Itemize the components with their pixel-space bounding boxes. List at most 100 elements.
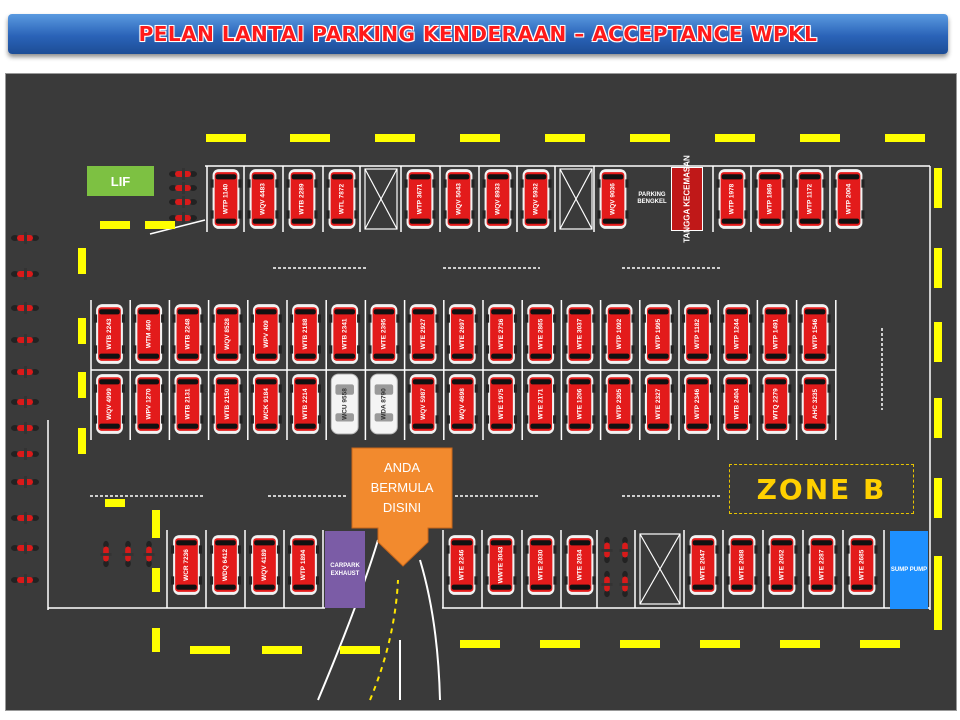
parked-car: WTB 2243 [94,304,125,364]
motorcycle-icon [11,232,39,244]
motorcycle-icon [11,422,39,434]
parked-car: WCR 7236 [171,535,202,595]
parked-car: WTE 1206 [564,374,596,434]
empty-bay-cross-icon [559,168,593,230]
parked-car: WTP 1978 [716,169,748,229]
car-plate-label: WTB 2243 [106,318,113,349]
car-plate-label: WQV 8528 [224,318,231,350]
car-plate-label: WTP 1894 [300,549,307,580]
motorcycle-icon [169,168,197,180]
car-plate-label: WTP 2004 [846,183,853,214]
title-bar: PELAN LANTAI PARKING KENDERAAN – ACCEPTA… [8,14,948,54]
empty-bay-cross-icon [364,168,398,230]
car-plate-label: WWTE 3043 [498,546,505,583]
parked-car: WTP 1869 [754,169,786,229]
parked-car: WTP 2346 [682,374,713,434]
car-plate-label: WTB 2341 [341,318,348,349]
zone-boundary-dash [860,640,900,648]
motorcycle-icon [11,476,39,488]
car-plate-label: WQV 9036 [610,183,617,215]
parked-car: WPV 1270 [133,374,165,434]
car-plate-label: WQV 5043 [456,183,463,215]
motorcycle-icon [11,334,39,346]
parked-car: WTP 1546 [799,304,831,364]
parked-car: WQV 9036 [597,169,629,229]
zone-boundary-dash [934,478,942,518]
zone-boundary-dash [700,640,740,648]
car-plate-label: WQV 5932 [533,183,540,215]
motorcycle-icon [11,268,39,280]
parked-car: WTE 2395 [368,304,400,364]
zone-label: ZONE B [729,464,914,514]
car-plate-label: WCK 9184 [263,388,270,420]
car-plate-label: WTB 2150 [224,388,231,419]
zone-boundary-dash [934,398,942,438]
parked-car: WTE 2088 [726,535,758,595]
car-plate-label: WTE 2697 [459,318,466,349]
parked-car: AHC 3235 [799,374,831,434]
parked-car: WTQ 2279 [760,374,792,434]
car-plate-label: WTP 1491 [773,318,780,349]
parked-car: WTE 2030 [525,535,557,595]
parked-car: WQV 5043 [443,169,475,229]
zone-boundary-dash [190,646,230,654]
zone-boundary-dash [934,168,942,208]
parked-car: WTE 2034 [564,535,596,595]
parked-car: WTP 1894 [288,535,319,595]
motorcycle-icon [11,542,39,554]
parked-car: WTE 3037 [564,304,596,364]
parked-car: WDA 8790 [369,373,398,435]
zone-boundary-dash [460,134,500,142]
car-plate-label: WTP 1092 [616,318,623,349]
car-plate-label: WQV 5987 [420,388,427,420]
parked-car: WTB 2248 [172,304,204,364]
zone-boundary [78,134,942,654]
zone-boundary-dash [206,134,246,142]
car-plate-label: WTE 2246 [459,549,466,580]
car-plate-label: WTE 2088 [739,549,746,580]
page-title: PELAN LANTAI PARKING KENDERAAN – ACCEPTA… [138,22,818,46]
car-plate-label: WTE 2047 [700,549,707,580]
parked-car: WQV 8528 [211,304,243,364]
car-plate-label: WTM 460 [145,320,152,349]
car-plate-label: WTQ 2279 [773,388,780,420]
car-plate-label: WTP 1182 [694,319,701,350]
parked-car: WTP 1140 [210,169,242,229]
parked-car: WTE 2052 [766,535,798,595]
car-plate-label: WTP 1244 [733,318,740,349]
car-plate-label: WTP 1546 [812,318,819,349]
sump-pump-label: SUMP PUMP [890,531,928,609]
car-plate-label: WTE 1206 [577,388,584,419]
zone-boundary-dash [152,510,160,538]
motorcycle-icon [11,574,39,586]
parked-car: WTE 2246 [446,535,478,595]
parked-car: WTL 7872 [326,169,358,229]
car-plate-label: WCU 9558 [341,388,348,420]
car-plate-label: WCR 7236 [183,549,190,581]
parked-car: WQV 5932 [520,169,552,229]
lif-label: LIF [87,166,154,196]
car-plate-label: WTB 2289 [299,183,306,214]
car-plate-label: WTP 1172 [807,184,814,215]
parked-car: WTB 2289 [286,169,318,229]
car-plate-label: WDQ 6412 [222,549,229,582]
zone-boundary-dash [620,640,660,648]
tangga-kecemasan-label: TANGGA KECEMASAN [682,155,692,243]
parked-car: WTB 2150 [211,374,243,434]
motorcycle-icon [100,540,112,568]
zone-boundary-dash [78,372,86,398]
car-plate-label: WTP 2305 [616,388,623,419]
car-plate-label: WTE 2865 [537,318,544,349]
car-plate-label: WTE 2052 [779,549,786,580]
zone-boundary-dash [715,134,755,142]
zone-boundary-dash [78,248,86,274]
parked-car: WQV 5987 [407,374,439,434]
car-plate-label: AHC 3235 [812,388,819,419]
car-plate-label: WTB 2248 [185,318,192,349]
motorcycle-icon [122,540,134,568]
car-plate-label: WPV 409 [263,320,270,348]
parked-car: WQV 8933 [482,169,514,229]
entrance-ramp [317,539,441,701]
carpark-exhaust-label: CARPARK EXHAUST [325,531,365,608]
